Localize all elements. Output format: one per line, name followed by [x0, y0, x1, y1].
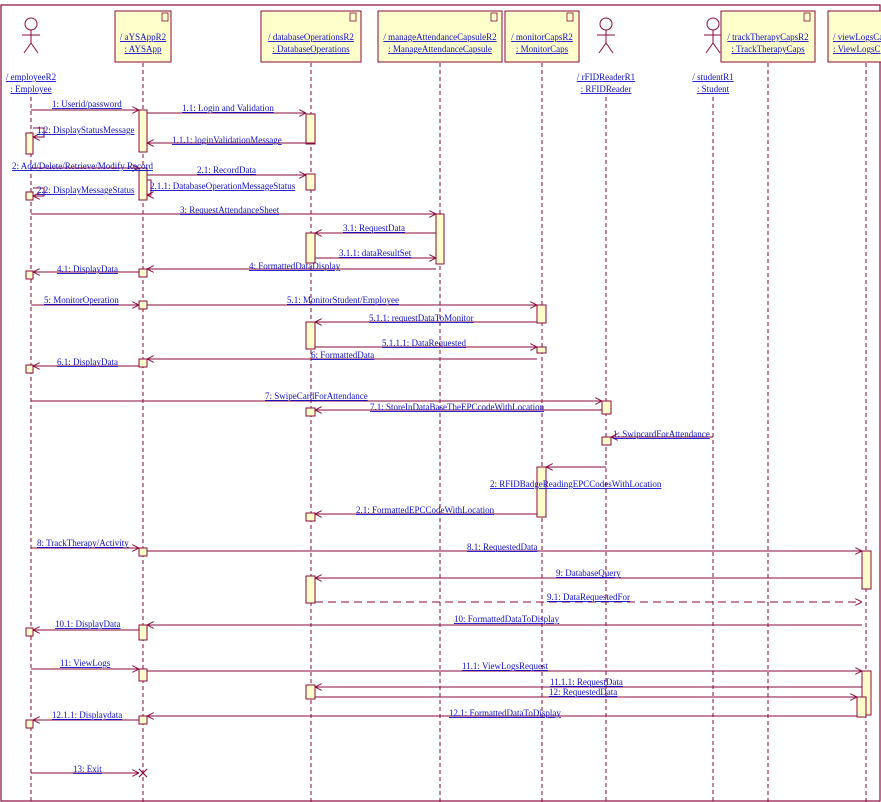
label-m2: 2: Add/Delete/Retrieve/Modify Record	[12, 161, 153, 171]
capsule-icon	[566, 12, 574, 22]
object-boxes: / aYSAppR2 : AYSApp / databaseOperations…	[114, 10, 881, 63]
svg-text:/ trackTherapyCapsR2: / trackTherapyCapsR2	[727, 32, 808, 42]
label-m11_1_1: 11.1.1: RequestData	[550, 677, 623, 687]
lifelines	[30, 63, 867, 802]
actor-labels: / employeeR2 : Employee / rFIDReaderR1 :…	[6, 72, 734, 94]
actor-employee-icon	[22, 17, 40, 54]
destroy-x-icon	[138, 768, 148, 778]
activation-bars	[25, 109, 872, 729]
svg-text:/ monitorCapsR2: / monitorCapsR2	[511, 32, 573, 42]
label-m10: 10: FormattedDataToDisplay	[454, 614, 560, 624]
label-r2_1: 2.1: FormattedEPCCodeWithLocation	[356, 505, 495, 515]
label-m8_1: 8.1: RequestedData	[467, 542, 537, 552]
label-m2_1_1: 2.1.1: DatabaseOperationMessageStatus	[150, 181, 296, 191]
svg-text:/ viewLogsCa: / viewLogsCa	[833, 32, 881, 42]
label-m12_1_1: 12.1.1: Displaydata	[52, 710, 122, 720]
label-m2_1: 2.1: RecordData	[197, 165, 256, 175]
svg-text:: MonitorCaps: : MonitorCaps	[516, 44, 569, 54]
arrow-m1_2	[33, 127, 45, 137]
object-ays: / aYSAppR2 : AYSApp	[114, 10, 172, 63]
actor-student-icon	[704, 17, 722, 54]
object-mac: / manageAttendanceCapsuleR2 : ManageAtte…	[377, 10, 503, 63]
svg-text:/ manageAttendanceCapsuleR2: / manageAttendanceCapsuleR2	[383, 32, 496, 42]
label-m3_1: 3.1: RequestData	[343, 223, 405, 233]
label-m5_1_1: 5.1.1: requestDataToMonitor	[369, 313, 474, 323]
capsule-icon	[803, 12, 811, 22]
label-m9_1: 9.1: DataRequestedFor	[547, 592, 630, 602]
label-m5_1_1_1: 5.1.1.1: DataRequested	[382, 338, 466, 348]
label-m1: 1: Userid/password	[52, 99, 122, 109]
message-labels: 1: Userid/password 1.1: Login and Valida…	[12, 99, 710, 774]
svg-text:: ManageAttendanceCapsule: : ManageAttendanceCapsule	[388, 44, 492, 54]
label-m7_1: 7.1: StoreInDataBaseTheEPCcodeWithLocati…	[370, 402, 545, 412]
label-m1_1_1: 1.1.1: loginValidationMessage	[172, 135, 282, 145]
label-m3: 3: RequestAttendanceSheet	[180, 205, 280, 215]
label-m1_2: 1.2: DisplayStatusMessage	[37, 125, 135, 135]
message-arrows	[31, 110, 862, 773]
label-m5: 5: MonitorOperation	[44, 295, 119, 305]
label-m5_1: 5.1: MonitorStudent/Employee	[287, 295, 399, 305]
label-m6_1: 6.1: DisplayData	[57, 357, 118, 367]
label-m9: 9: DatabaseQuery	[556, 568, 621, 578]
object-vlc: / viewLogsCa : ViewLogsC	[827, 10, 881, 63]
label-r2: 2: RFIDBadgeReadingEPCCodesWithLocation	[490, 479, 662, 489]
arrow-m2_1_1	[147, 179, 151, 195]
capsule-icon	[161, 12, 169, 22]
label-m11_1: 11.1: ViewLogsRequest	[462, 661, 548, 671]
actor-rfid-name: / rFIDReaderR1	[577, 72, 635, 82]
object-mon: / monitorCapsR2 : MonitorCaps	[504, 10, 580, 63]
label-r1: 1: SwipcardForAttendance	[613, 429, 710, 439]
svg-text:: ViewLogsC: : ViewLogsC	[833, 44, 881, 54]
label-m4_1: 4.1: DisplayData	[57, 264, 118, 274]
label-m13: 13: Exit	[73, 764, 102, 774]
svg-text:: DatabaseOperations: : DatabaseOperations	[272, 44, 350, 54]
object-dbops: / databaseOperationsR2 : DatabaseOperati…	[260, 10, 362, 63]
svg-text:: AYSApp: : AYSApp	[125, 44, 162, 54]
label-m7: 7: SwipeCardForAttendance	[265, 391, 368, 401]
label-m1_1: 1.1: Login and Validation	[182, 103, 274, 113]
actor-student-type: : Student	[697, 84, 730, 94]
actor-rfid-icon	[597, 17, 615, 54]
svg-text:: TrackTherapyCaps: : TrackTherapyCaps	[731, 44, 805, 54]
label-m2_2: 2.2: DisplayMessageStatus	[37, 185, 135, 195]
label-m12: 12: RequestedData	[549, 687, 617, 697]
capsule-icon	[349, 12, 357, 22]
label-m6: 6: FormattedData	[311, 350, 374, 360]
svg-text:/ aYSAppR2: / aYSAppR2	[120, 32, 166, 42]
label-m3_1_1: 3.1.1: dataResultSet	[339, 248, 412, 258]
label-m11: 11: ViewLogs	[60, 658, 111, 668]
label-m4: 4: FormattedDataDisplay	[249, 261, 341, 271]
object-ttc: / trackTherapyCapsR2 : TrackTherapyCaps	[720, 10, 816, 63]
actor-student-name: / studentR1	[692, 72, 733, 82]
arrow-m2_2	[33, 187, 45, 196]
label-m8: 8: TrackTherapy/Activity	[37, 538, 129, 548]
svg-text:/ databaseOperationsR2: / databaseOperationsR2	[268, 32, 354, 42]
label-m10_1: 10.1: DisplayData	[55, 619, 121, 629]
actor-employee-name: / employeeR2	[6, 72, 56, 82]
actor-rfid-type: : RFIDReader	[581, 84, 632, 94]
actor-employee-type: : Employee	[10, 84, 51, 94]
label-m12_1: 12.1: FormattedDataToDisplay	[449, 708, 561, 718]
capsule-icon	[490, 12, 498, 22]
